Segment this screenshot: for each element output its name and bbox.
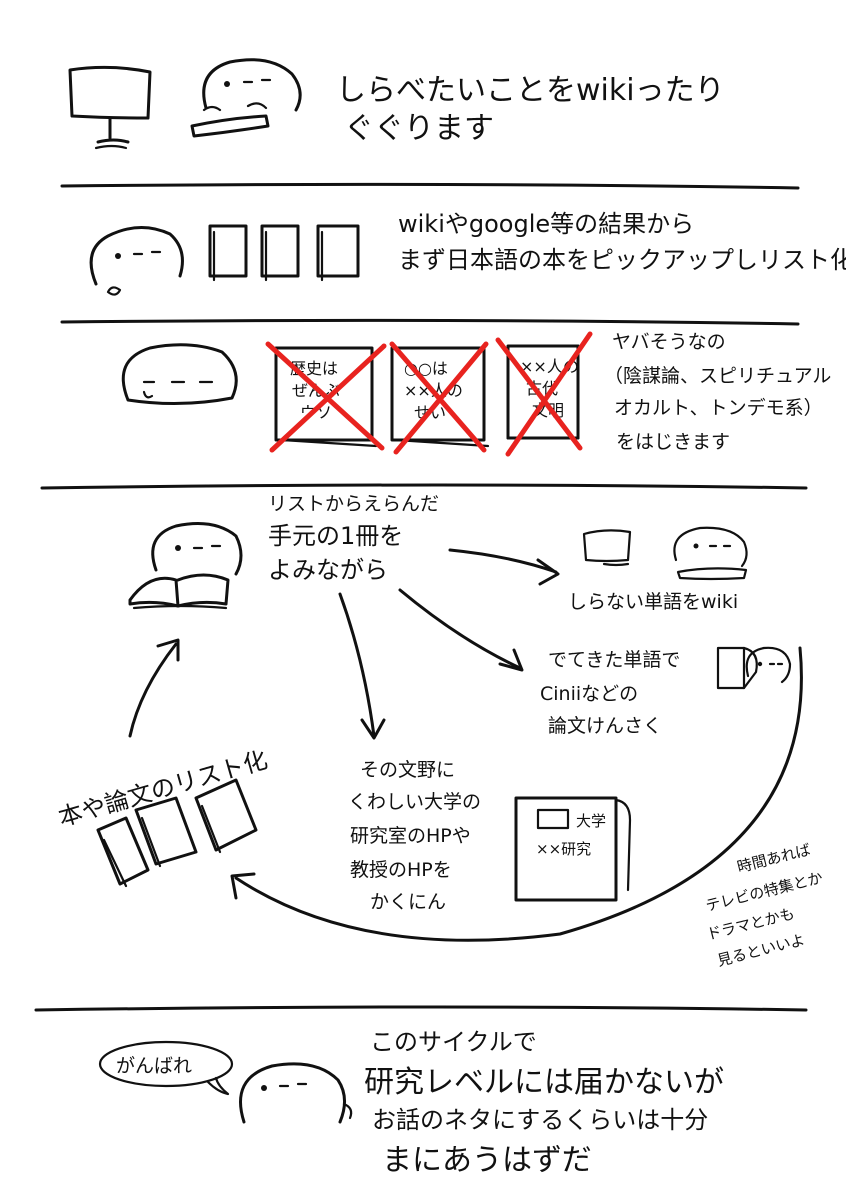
university-step-line-5: かくにん	[370, 891, 446, 913]
section-1: しらべたいことをwikiったり ぐぐります	[68, 58, 725, 150]
arrow-to-cinii	[398, 588, 522, 670]
poster-line-2: ××研究	[536, 840, 591, 858]
university-step-line-3: 研究室のHPや	[350, 825, 471, 847]
side-note: 時間あれば テレビの特集とか ドラマとかも 見るといいよ	[704, 841, 825, 970]
section-3-line-2: （陰謀論、スピリチュアル	[604, 365, 831, 387]
section-5: がんばれ このサイクルで 研究レベルには届かないが お話のネタにするくらいは十分…	[98, 1028, 724, 1178]
monitor-icon	[582, 529, 632, 567]
book-stack-icon	[96, 778, 258, 888]
monitor-icon	[68, 65, 152, 150]
cinii-step-line-3: 論文けんさく	[548, 715, 662, 737]
section-2: wikiやgoogle等の結果から まず日本語の本をピックアップしリスト化	[89, 210, 846, 296]
cinii-step-line-1: でてきた単語で	[548, 649, 680, 671]
keyboard-icon	[190, 102, 270, 138]
section-3-line-4: をはじきます	[616, 431, 730, 453]
section-3-line-1: ヤバそうなの	[612, 331, 726, 353]
section-1-line-2: ぐぐります	[344, 111, 494, 146]
lab-poster-icon: 大学 ××研究	[514, 796, 632, 902]
cross-mark	[495, 331, 593, 457]
university-step-line-1: その文野に	[360, 759, 455, 781]
divider-4	[34, 1005, 808, 1012]
section-4: リストからえらんだ 手元の1冊を よみながら しらない単語をwiki でてきた単…	[55, 493, 825, 970]
section-5-line-4: まにあうはずだ	[382, 1143, 592, 1178]
university-step-line-4: 教授のHPを	[350, 859, 452, 881]
character-face-icon	[239, 1062, 353, 1124]
section-2-line-2: まず日本語の本をピックアップしリスト化	[398, 246, 846, 274]
character-face-icon	[89, 225, 184, 296]
book-history-lies: 歴史は ぜんぶ ウソ	[265, 341, 387, 453]
side-note-line-1: 時間あれば	[735, 841, 812, 877]
character-face-icon	[745, 646, 792, 684]
reading-step-line-1: リストからえらんだ	[268, 493, 439, 515]
cross-mark	[389, 341, 489, 455]
book-ancient-civ: ××人の 古代 文明	[495, 331, 593, 457]
section-3: 歴史は ぜんぶ ウソ ○○は ××人の せい ××人の 古代 文明 ヤバそうなの…	[121, 331, 831, 457]
section-3-line-3: オカルト、トンデモ系）	[614, 397, 823, 419]
character-face-icon	[673, 526, 748, 581]
book-icon	[316, 224, 360, 282]
speech-bubble: がんばれ	[98, 1040, 234, 1096]
book-icon	[260, 224, 300, 282]
character-face-icon	[151, 522, 243, 576]
reading-step-line-3: よみながら	[268, 556, 388, 584]
reading-step-line-2: 手元の1冊を	[268, 522, 403, 550]
section-2-line-1: wikiやgoogle等の結果から	[398, 210, 694, 238]
section-1-line-1: しらべたいことをwikiったり	[336, 73, 725, 108]
arrow-back-to-list	[234, 646, 803, 942]
wiki-step-label: しらない単語をwiki	[568, 591, 738, 613]
arrow-to-wiki	[448, 548, 558, 574]
section-5-line-2: 研究レベルには届かないが	[364, 1065, 724, 1100]
speech-bubble-text: がんばれ	[116, 1055, 192, 1077]
poster-line-1: 大学	[576, 812, 606, 830]
divider-3	[40, 483, 808, 490]
book-icon	[208, 224, 248, 282]
divider-1	[60, 182, 800, 190]
open-book-icon	[128, 573, 230, 610]
cycle-arrows	[128, 548, 803, 942]
book-conspiracy: ○○は ××人の せい	[389, 341, 490, 455]
arrow-to-book	[128, 642, 178, 738]
section-5-line-1: このサイクルで	[370, 1028, 537, 1056]
university-step-line-2: くわしい大学の	[348, 791, 481, 813]
character-face-icon	[121, 343, 238, 406]
section-5-line-3: お話のネタにするくらいは十分	[372, 1106, 708, 1134]
character-face-icon	[202, 58, 302, 112]
side-note-line-2: テレビの特集とか	[704, 869, 825, 915]
cross-mark	[265, 341, 387, 453]
cinii-step-line-2: Ciniiなどの	[540, 683, 638, 705]
arrow-to-university	[338, 592, 376, 738]
paper-icon	[716, 646, 758, 690]
divider-2	[60, 318, 800, 326]
